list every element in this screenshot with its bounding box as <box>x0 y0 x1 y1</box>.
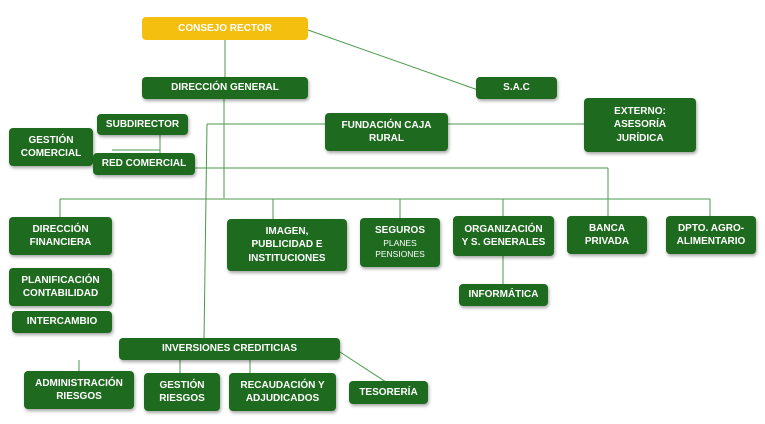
node-label-line: ORGANIZACIÓN <box>464 223 543 235</box>
node-label-line: FUNDACIÓN CAJA <box>341 119 432 131</box>
node-externo-asesoria-juridica: EXTERNO: ASESORÍA JURÍDICA <box>584 98 696 152</box>
node-banca-privada: BANCA PRIVADA <box>567 216 647 254</box>
node-label-line: PRIVADA <box>584 236 630 247</box>
node-planificacion-contabilidad: PLANIFICACIÓN CONTABILIDAD <box>9 268 112 306</box>
node-label: SUBDIRECTOR <box>105 118 180 130</box>
connector-line <box>203 123 208 341</box>
node-imagen-publicidad: IMAGEN, PUBLICIDAD E INSTITUCIONES <box>227 219 347 271</box>
node-informatica: INFORMÁTICA <box>459 284 548 306</box>
node-label-line: BANCA <box>588 222 626 234</box>
node-recaudacion-adjudicados: RECAUDACIÓN Y ADJUDICADOS <box>229 373 336 411</box>
node-label: INVERSIONES CREDITICIAS <box>161 343 298 355</box>
node-label-line: GESTIÓN <box>159 379 205 391</box>
node-label: S.A.C <box>503 82 530 94</box>
node-label-line: RECAUDACIÓN Y <box>240 379 325 391</box>
node-sac: S.A.C <box>476 77 557 99</box>
node-label-line: PUBLICIDAD E <box>251 239 323 251</box>
node-label: SEGUROS <box>374 225 425 237</box>
node-label-line: DIRECCIÓN <box>32 223 89 235</box>
node-label-line: RIESGOS <box>56 391 102 402</box>
node-sublabel: PLANES <box>383 237 417 248</box>
node-label-line: ASESORÍA <box>613 119 667 131</box>
node-organizacion: ORGANIZACIÓN Y S. GENERALES <box>453 216 554 256</box>
node-label-line: ADMINISTRACIÓN <box>35 377 123 389</box>
node-gestion-riesgos: GESTIÓN RIESGOS <box>144 373 220 411</box>
node-fundacion-caja-rural: FUNDACIÓN CAJA RURAL <box>325 113 448 151</box>
node-intercambio: INTERCAMBIO <box>12 311 112 333</box>
connector-line <box>307 29 479 91</box>
node-label: INFORMÁTICA <box>468 289 539 301</box>
node-label-line: ADJUDICADOS <box>245 393 320 404</box>
node-label-line: PLANIFICACIÓN <box>21 274 100 286</box>
node-label-line: ALIMENTARIO <box>676 236 746 247</box>
node-label-line: RIESGOS <box>159 393 205 404</box>
node-subdirector: SUBDIRECTOR <box>97 114 188 135</box>
node-label-line: COMERCIAL <box>20 148 82 159</box>
node-direccion-financiera: DIRECCIÓN FINANCIERA <box>9 217 112 255</box>
node-label: INTERCAMBIO <box>26 316 98 328</box>
node-label-line: CONTABILIDAD <box>22 288 99 299</box>
node-label-line: JURÍDICA <box>616 132 664 144</box>
node-administracion-riesgos: ADMINISTRACIÓN RIESGOS <box>24 371 134 409</box>
node-inversiones-crediticias: INVERSIONES CREDITICIAS <box>119 338 340 360</box>
node-label-line: EXTERNO: <box>614 105 666 117</box>
node-seguros: SEGUROS PLANES PENSIONES <box>360 218 440 267</box>
node-label: TESORERÍA <box>359 386 418 398</box>
node-dpto-agroalimentario: DPTO. AGRO- ALIMENTARIO <box>666 216 756 254</box>
node-direccion-general: DIRECCIÓN GENERAL <box>142 77 308 99</box>
node-label-line: IMAGEN, <box>265 225 309 237</box>
node-label-line: GESTIÓN <box>28 134 74 146</box>
node-label-line: FINANCIERA <box>29 237 92 248</box>
node-label-line: RURAL <box>369 133 404 144</box>
node-label: RED COMERCIAL <box>101 158 187 170</box>
node-label-line: INSTITUCIONES <box>248 252 326 264</box>
connector-line <box>339 351 387 383</box>
node-gestion-comercial: GESTIÓN COMERCIAL <box>9 128 93 166</box>
node-tesoreria: TESORERÍA <box>349 381 428 404</box>
node-label: CONSEJO RECTOR <box>178 22 272 34</box>
node-red-comercial: RED COMERCIAL <box>93 153 195 175</box>
node-label: DIRECCIÓN GENERAL <box>171 82 279 94</box>
node-sublabel: PENSIONES <box>375 249 425 260</box>
node-label-line: DPTO. AGRO- <box>677 222 745 234</box>
node-label-line: Y S. GENERALES <box>461 237 546 248</box>
node-consejo-rector: CONSEJO RECTOR <box>142 17 308 40</box>
